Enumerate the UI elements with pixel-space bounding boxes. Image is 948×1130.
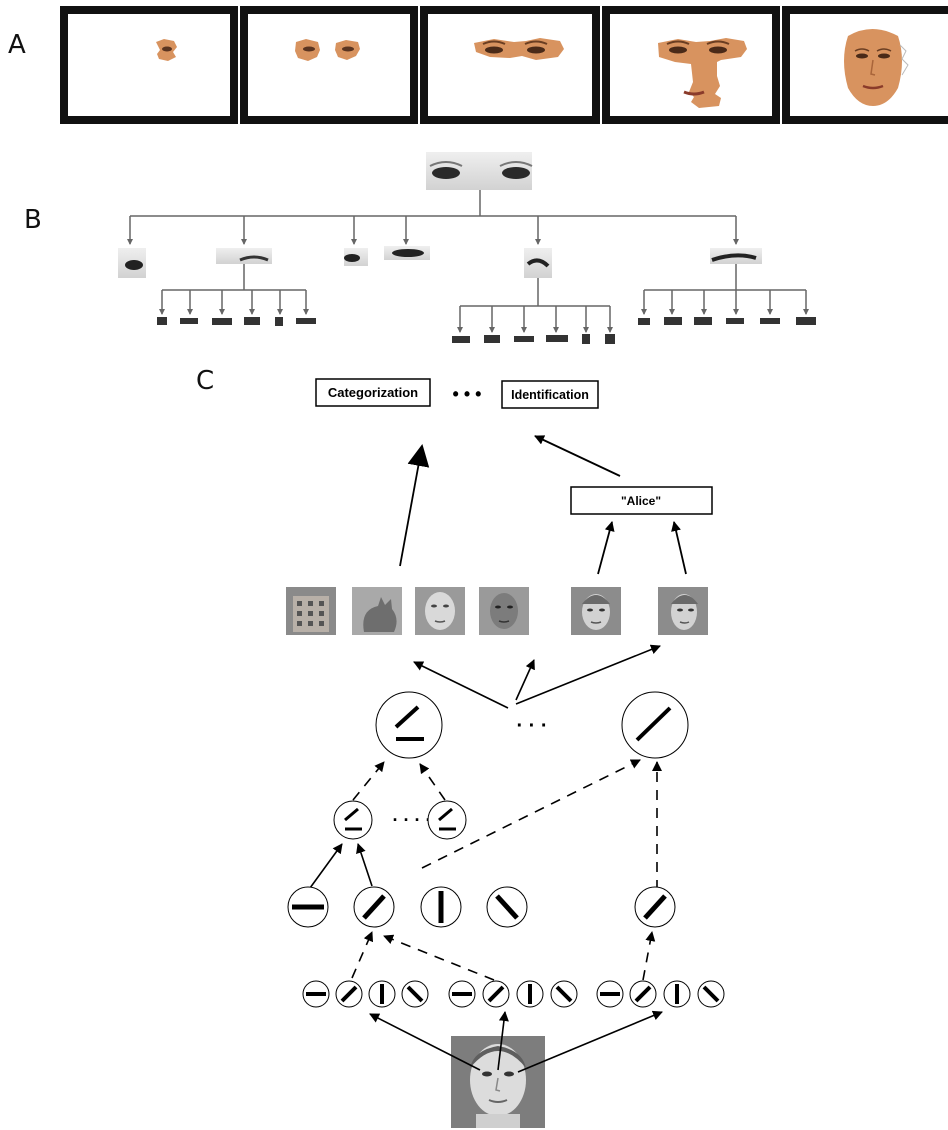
panel-a-frame-4 <box>602 6 780 124</box>
tree-level-2-connectors <box>159 264 809 333</box>
categorization-box: Categorization <box>315 378 431 407</box>
cat-image <box>352 587 402 635</box>
solid-arrows-lower <box>309 843 373 889</box>
categorization-label: Categorization <box>328 385 418 400</box>
panel-c-model: Categorization • • • Identification "Ali… <box>286 378 725 1128</box>
panel-a-frame-5 <box>782 6 948 124</box>
eyes-pair-fragment <box>474 38 564 60</box>
detector-vertical <box>420 886 462 928</box>
mid-level-feature-right <box>427 800 467 840</box>
feature-to-image-arrows <box>413 644 661 709</box>
panel-label-a: A <box>8 30 26 60</box>
input-arrows <box>369 1010 663 1073</box>
tree-level-1-patches <box>118 246 762 278</box>
high-level-feature-right <box>621 691 689 759</box>
task-ellipsis: • • • <box>453 384 482 404</box>
detector-group-3 <box>596 980 725 1008</box>
identification-label: Identification <box>511 388 589 402</box>
eyes-nose-mouth-fragment <box>658 38 747 108</box>
detector-group-2 <box>448 980 578 1008</box>
detector-group-1 <box>302 980 429 1008</box>
panel-a-frame-2 <box>240 6 418 124</box>
top-arrows <box>399 435 687 575</box>
detector-horizontal <box>287 886 329 928</box>
panel-label-c: C <box>196 366 215 396</box>
low-level-detector-bank <box>302 980 725 1008</box>
dashed-arrows-lower <box>351 931 656 981</box>
building-image <box>286 587 336 635</box>
panel-b-fragment-tree <box>118 152 816 344</box>
input-face-image <box>451 1036 545 1128</box>
eye-fragment <box>156 39 177 61</box>
eye-fragment <box>335 40 360 60</box>
detector-antidiagonal <box>486 886 528 928</box>
tree-level-2-patches <box>157 317 816 344</box>
alice-name-box: "Alice" <box>570 486 713 515</box>
detector-diagonal <box>353 886 395 928</box>
face-image-2 <box>479 587 529 635</box>
panel-a-frame-strip <box>60 6 948 124</box>
feature-ellipsis-top: · · · <box>516 715 547 737</box>
panel-a-frame-3 <box>420 6 600 124</box>
detector-diagonal-right <box>634 886 676 928</box>
stimulus-images <box>286 587 708 635</box>
identification-box: Identification <box>501 380 599 409</box>
tree-level-1-connectors <box>127 190 739 245</box>
high-level-feature-left <box>375 691 443 759</box>
orientation-detectors-mid <box>287 886 676 928</box>
dashed-arrows-upper <box>352 759 662 890</box>
feature-ellipsis-mid: · · · · <box>393 810 432 830</box>
root-eyes-patch <box>426 152 533 190</box>
panel-a-frame-1 <box>60 6 238 124</box>
alice-label: "Alice" <box>621 494 661 508</box>
face-image-1 <box>415 587 465 635</box>
whole-face <box>844 29 909 106</box>
alice-face-turned <box>658 587 708 635</box>
eye-fragment <box>295 39 320 61</box>
alice-face-front <box>571 587 621 635</box>
mid-level-feature-left <box>333 800 373 840</box>
panel-label-b: B <box>24 205 42 235</box>
